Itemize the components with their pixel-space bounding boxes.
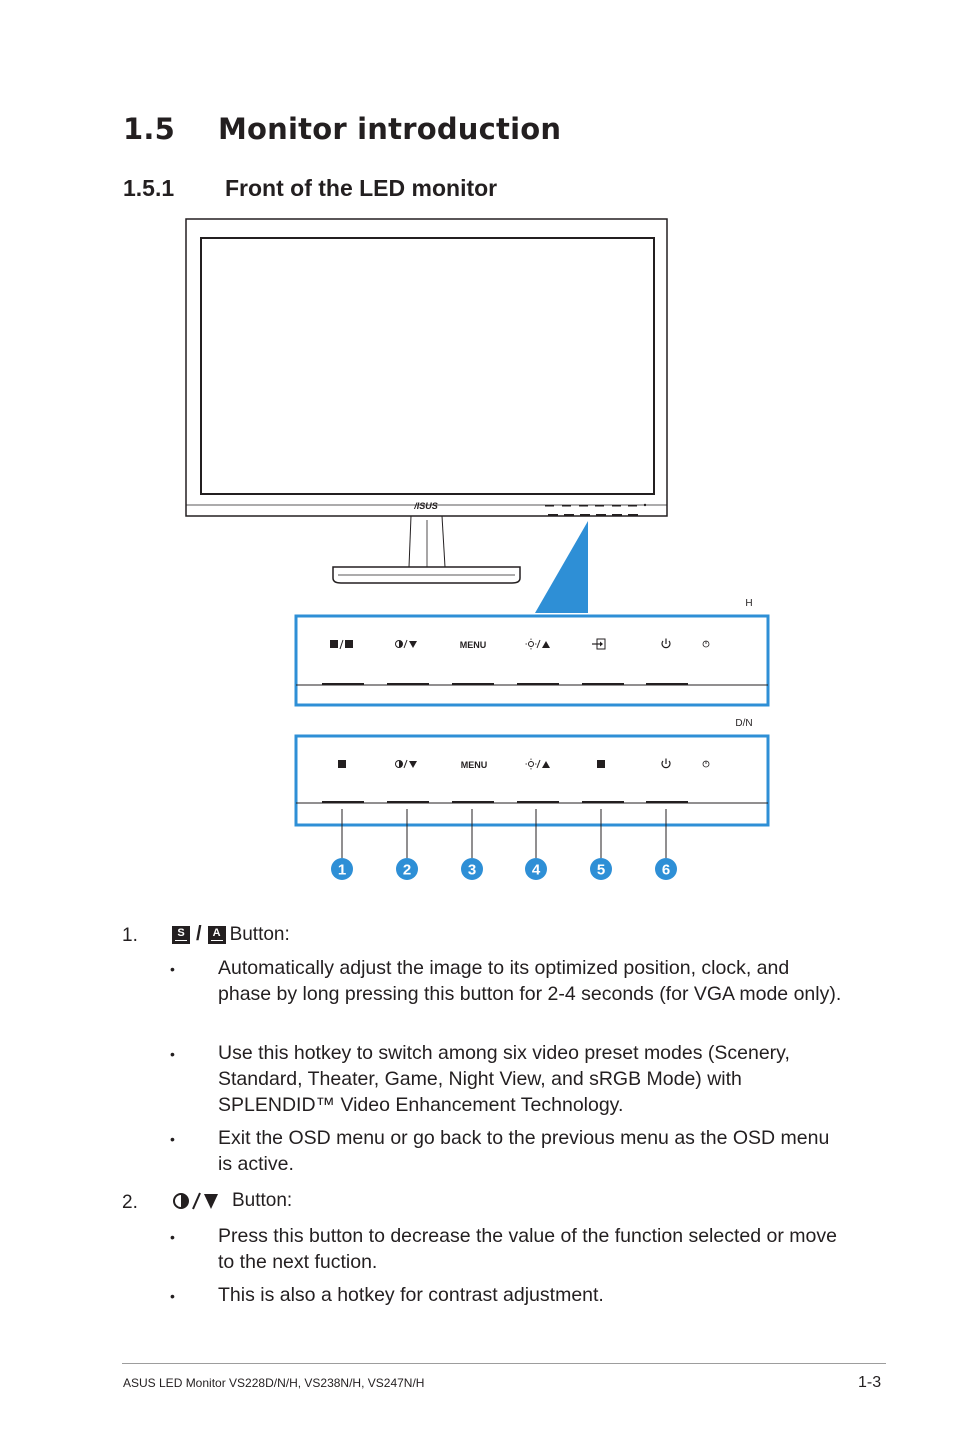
contrast-down-icon <box>395 759 417 769</box>
item-heading: S / A Button: <box>172 923 290 946</box>
svg-text:5: 5 <box>597 862 605 879</box>
section-title: Monitor introduction <box>218 112 562 146</box>
auto-a-icon <box>597 760 605 768</box>
bullet-text: Use this hotkey to switch among six vide… <box>218 1042 790 1116</box>
svg-text:4: 4 <box>532 862 541 879</box>
svg-text:3: 3 <box>468 862 476 879</box>
subsection-title: Front of the LED monitor <box>225 175 498 201</box>
svg-text:1: 1 <box>338 862 346 879</box>
splendid-s-icon <box>338 760 346 768</box>
zoom-callout-wedge <box>535 521 588 613</box>
panel-h-label: H <box>745 598 752 609</box>
svg-text:6: 6 <box>662 862 670 879</box>
section-number: 1.5 <box>123 112 175 146</box>
bullet-text: This is also a hotkey for contrast adjus… <box>218 1284 604 1306</box>
footer-divider <box>122 1363 886 1364</box>
callout-5: 5 <box>590 858 612 880</box>
s-a-icon <box>330 639 353 650</box>
callout-2: 2 <box>396 858 418 880</box>
monitor-illustration: /ISUS <box>185 218 668 584</box>
bullet-marker: • <box>170 961 175 977</box>
footer-product-name: ASUS LED Monitor VS228D/N/H, VS238N/H, V… <box>123 1376 425 1390</box>
contrast-down-icon <box>395 639 417 649</box>
item-label: Button: <box>232 1190 293 1211</box>
power-indicator-icon <box>702 640 710 648</box>
brightness-up-icon <box>525 758 550 770</box>
item-number: 2. <box>122 1192 138 1213</box>
icon-separator: / <box>196 923 202 945</box>
contrast-down-icon <box>173 1192 218 1210</box>
callout-1: 1 <box>331 858 353 880</box>
bullet-text: Exit the OSD menu or go back to the prev… <box>218 1127 830 1175</box>
callout-3: 3 <box>461 858 483 880</box>
auto-a-icon: A <box>207 925 226 944</box>
brand-logo: /ISUS <box>413 501 438 511</box>
button-panel-dn: D/N MENU <box>294 718 770 827</box>
power-icon <box>661 758 671 769</box>
button-panel-h: H MENU <box>294 598 770 707</box>
subsection-heading: 1.5.1 Front of the LED monitor <box>123 175 497 202</box>
callout-leader-lines <box>341 809 667 858</box>
bullet-text: Automatically adjust the image to its op… <box>218 957 842 1005</box>
power-indicator-icon <box>702 760 710 768</box>
page-number: 1-3 <box>858 1374 882 1391</box>
bullet-marker: • <box>170 1131 175 1147</box>
bullet-marker: • <box>170 1229 175 1245</box>
bullet-marker: • <box>170 1288 175 1304</box>
menu-button-label: MENU <box>461 760 488 770</box>
bullet-marker: • <box>170 1046 175 1062</box>
item-label: Button: <box>229 923 290 945</box>
brightness-up-icon <box>525 638 550 650</box>
item-number: 1. <box>122 925 138 946</box>
panel-dn-label: D/N <box>735 718 752 729</box>
splendid-s-icon: S <box>172 925 190 944</box>
menu-button-label: MENU <box>460 640 487 650</box>
item-heading: Button: <box>172 1190 292 1212</box>
subsection-number: 1.5.1 <box>123 175 175 201</box>
monitor-front-diagram: /ISUS H <box>185 218 770 880</box>
bullet-text: Press this button to decrease the value … <box>218 1225 837 1273</box>
callout-4: 4 <box>525 858 547 880</box>
section-heading: 1.5 Monitor introduction <box>123 112 561 146</box>
svg-text:2: 2 <box>403 862 411 879</box>
input-select-icon <box>592 638 606 650</box>
callout-6: 6 <box>655 858 677 880</box>
power-icon <box>661 638 671 649</box>
